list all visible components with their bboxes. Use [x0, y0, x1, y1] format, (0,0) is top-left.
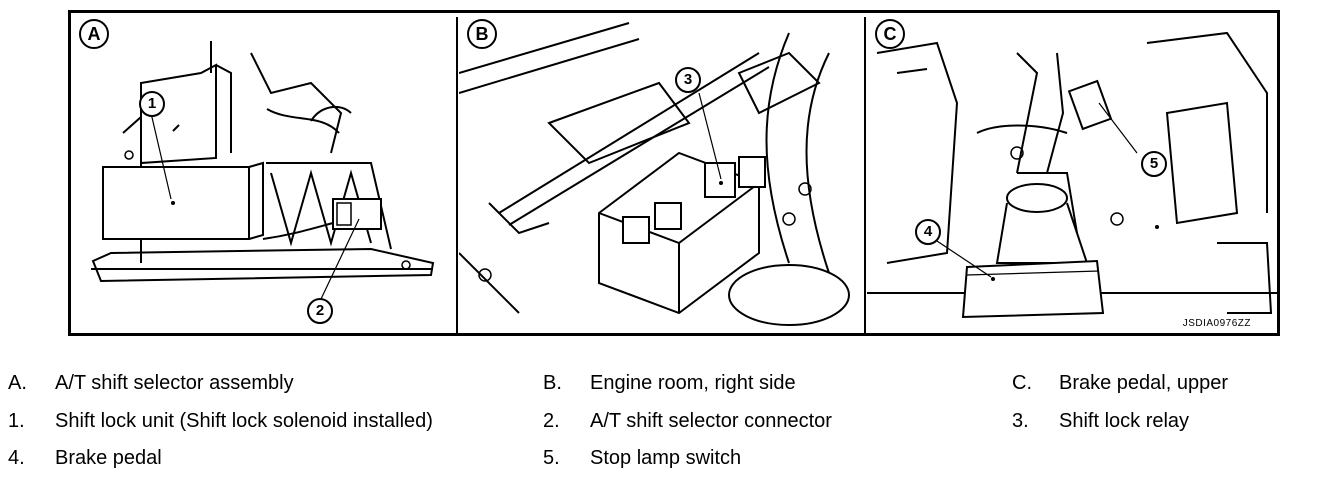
callout-1: 1 [139, 91, 165, 117]
legend-key: 2. [543, 410, 560, 432]
illustration-frame: A 1 2 [68, 10, 1280, 336]
legend-text: A/T shift selector connector [590, 410, 832, 432]
callout-2: 2 [307, 298, 333, 324]
stop-lamp-switch-shape [1067, 79, 1113, 131]
panel-c-label: C [875, 19, 905, 49]
legend-key: C. [1012, 372, 1032, 394]
shift-lock-unit-shape [102, 166, 250, 240]
legend-key: A. [8, 372, 27, 394]
panel-c-brake-pedal: C 4 5 JSDIA0976ZZ [867, 13, 1277, 333]
legend-key: 4. [8, 447, 25, 469]
legend-text: A/T shift selector assembly [55, 372, 294, 394]
panel-b-engine-room: B 3 [459, 13, 863, 333]
legend-text: Stop lamp switch [590, 447, 742, 469]
shift-selector-drawing [91, 41, 435, 300]
figure-code: JSDIA0976ZZ [1182, 318, 1251, 329]
brake-pedal-shape [961, 259, 1105, 319]
legend-key: 5. [543, 447, 560, 469]
shift-lock-relay-shape [704, 162, 736, 198]
engine-room-drawing [459, 22, 850, 326]
legend-text: Brake pedal, upper [1059, 372, 1229, 394]
legend-key: 3. [1012, 410, 1029, 432]
panel-a-shift-selector: A 1 2 [71, 13, 455, 333]
legend-text: Brake pedal [55, 447, 162, 469]
legend-text: Shift lock relay [1059, 410, 1190, 432]
brake-pedal-drawing [867, 31, 1277, 319]
panel-b-label: B [467, 19, 497, 49]
panel-divider-ab [456, 17, 458, 333]
legend-text: Engine room, right side [590, 372, 796, 394]
legend-key: 1. [8, 410, 25, 432]
callout-3: 3 [675, 67, 701, 93]
callout-4: 4 [915, 219, 941, 245]
callout-5: 5 [1141, 151, 1167, 177]
legend-key: B. [543, 372, 562, 394]
legend-text: Shift lock unit (Shift lock solenoid ins… [55, 410, 433, 432]
panel-a-label: A [79, 19, 109, 49]
panel-divider-bc [864, 17, 866, 333]
legend: A. A/T shift selector assembly B. Engine… [0, 368, 1328, 486]
